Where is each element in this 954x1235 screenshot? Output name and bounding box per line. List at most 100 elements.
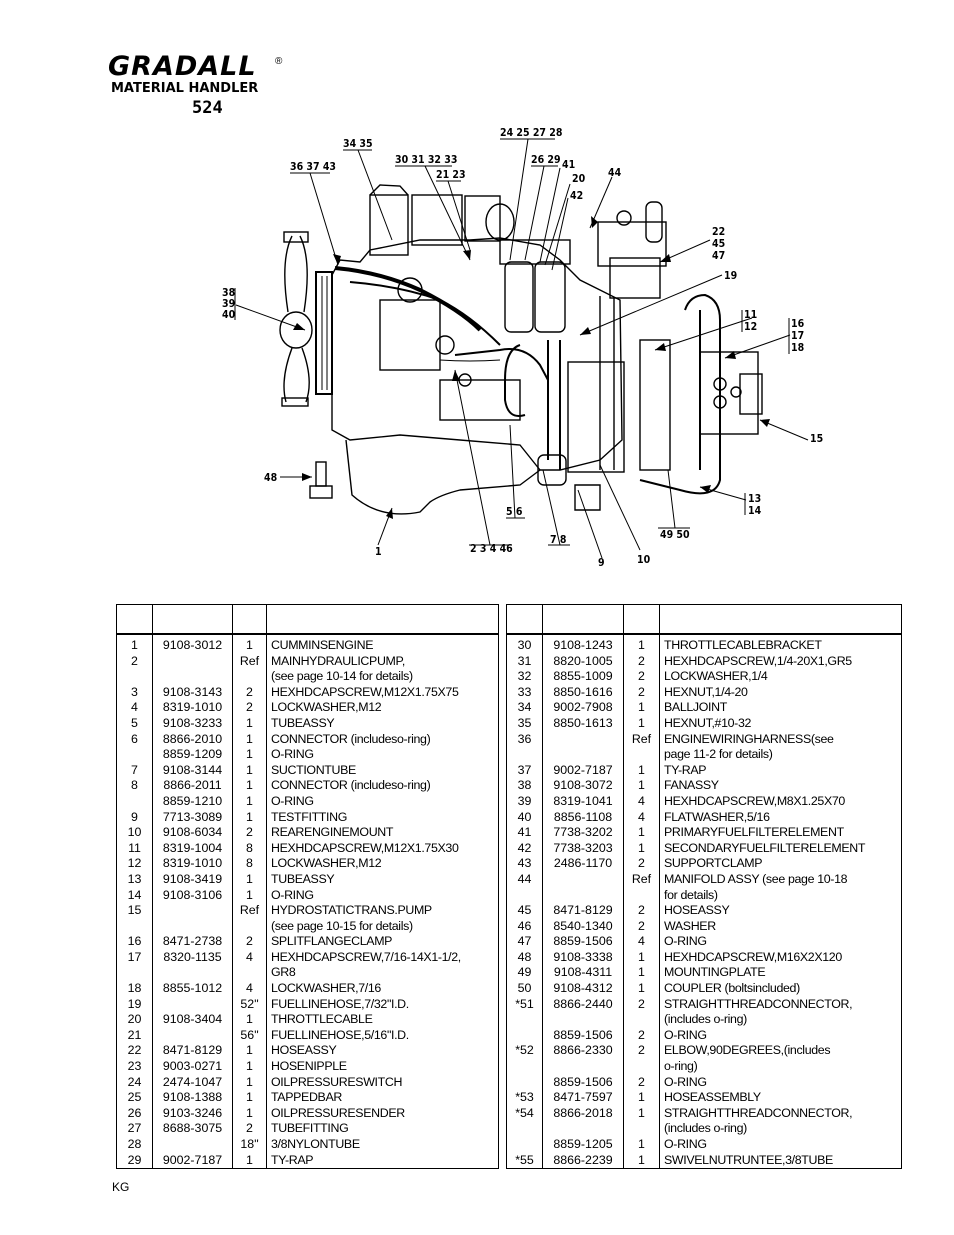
item-number: 32 [506,669,543,685]
item-number: 30 [506,634,543,654]
part-number: 9108-3144 [152,762,233,779]
callout-label: 40 [222,309,236,321]
description: TY-RAP [266,1152,499,1170]
part-number [152,965,233,982]
callout-label: 1 [375,546,382,558]
callout-label: 42 [570,190,583,202]
callout-label: 15 [810,433,823,445]
callout-label: 44 [608,167,622,179]
part-number: 8859-1506 [542,1027,624,1044]
item-number: 9 [116,809,153,826]
quantity [232,669,267,685]
part-number: 2486-1170 [542,856,624,872]
part-number: 9108-1388 [152,1090,233,1106]
part-number: 8850-1616 [542,684,624,701]
part-number: 8319-1010 [152,856,233,872]
description: HEXHDCAPSCREW,M8X1.25X70 [659,793,902,810]
quantity: 1 [623,949,660,966]
description: WASHER [659,918,902,935]
item-number: 24 [116,1074,153,1091]
callout-label: 47 [712,250,725,262]
quantity: 2 [232,1121,267,1137]
item-number: *53 [506,1090,543,1106]
part-number: 8855-1009 [542,669,624,685]
description: HOSEASSY [266,1043,499,1060]
description: FUELLINEHOSE,7/32"I.D. [266,996,499,1013]
description: HOSEASSY [659,903,902,919]
description: HEXHDCAPSCREW,7/16-14X1-1/2, [266,949,499,966]
header-description [266,604,499,635]
callout-label: 20 [572,173,586,185]
item-number: 49 [506,965,543,982]
part-number: 8866-2239 [542,1152,624,1170]
item-number: 5 [116,715,153,732]
callout-label: 22 [712,226,725,238]
description: ELBOW,90DEGREES,(includes [659,1043,902,1060]
table-row: GR8 [116,965,499,982]
item-number: 23 [116,1059,153,1075]
description: O-RING [659,1027,902,1044]
quantity: 2 [623,684,660,701]
description: BALLJOINT [659,700,902,716]
fan-drawing [279,231,333,407]
item-number: 38 [506,778,543,794]
quantity: 4 [232,981,267,997]
description: (includes o-ring) [659,1121,902,1137]
part-number: 9108-3072 [542,778,624,794]
item-number [116,965,153,982]
item-number: 11 [116,840,153,857]
header-item [506,604,543,635]
description: TY-RAP [659,762,902,779]
quantity: 18" [232,1137,267,1153]
table-row: page 11-2 for details) [506,747,902,763]
part-number: 9002-7187 [542,762,624,779]
brand-model: 524 [192,98,223,118]
table-row: (see page 10-15 for details) [116,918,499,935]
quantity: 2 [623,918,660,935]
part-number: 8859-1209 [152,747,233,763]
description: HEXNUT,1/4-20 [659,684,902,701]
item-number: 20 [116,1012,153,1028]
callout-brackets [234,288,790,515]
quantity: 2 [232,934,267,950]
description: OILPRESSURESENDER [266,1105,499,1122]
quantity: 4 [623,809,660,826]
quantity: 1 [232,1012,267,1028]
description: page 11-2 for details) [659,747,902,763]
callout-label: 13 [748,493,761,505]
part-number: 9108-3012 [152,634,233,654]
description: THROTTLECABLE [266,1012,499,1028]
description: LOCKWASHER,M12 [266,856,499,872]
callout-label: 36 37 43 [290,161,336,173]
quantity: 8 [232,840,267,857]
quantity: 1 [232,762,267,779]
quantity: 1 [623,1105,660,1122]
item-number: 4 [116,700,153,716]
quantity: 2 [232,825,267,841]
quantity: 8 [232,856,267,872]
item-number: 46 [506,918,543,935]
description: o-ring) [659,1059,902,1075]
quantity [623,747,660,763]
description: (see page 10-14 for details) [266,669,499,685]
callout-label: 17 [791,330,804,342]
item-number [116,918,153,935]
description: (includes o-ring) [659,1012,902,1028]
item-number: 40 [506,809,543,826]
quantity: 2 [623,1043,660,1060]
table-row: (see page 10-14 for details) [116,669,499,685]
description: CONNECTOR (includeso-ring) [266,778,499,794]
registered-mark: ® [275,56,283,67]
